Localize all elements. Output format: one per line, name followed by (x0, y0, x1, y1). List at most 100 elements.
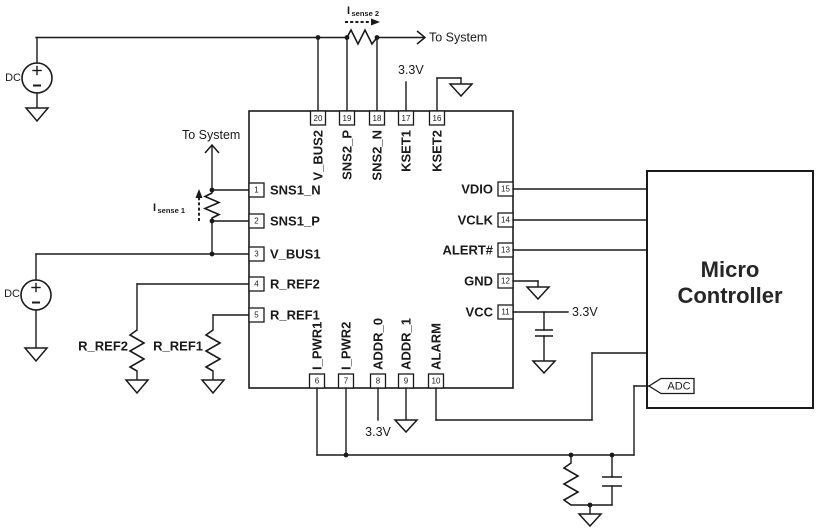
pin-name: ADDR_0 (371, 318, 386, 370)
pin-box (248, 307, 265, 323)
rail-3v3-addr0-label: 3.3V (365, 425, 391, 439)
pin-name: SNS2_P (340, 130, 355, 180)
pin-number: 9 (404, 377, 409, 386)
pin-name: VDIO (461, 182, 493, 197)
ground-icon (124, 379, 150, 395)
pin-name: R_REF1 (270, 308, 320, 323)
addr0-net: 3.3V (365, 387, 392, 439)
pin-box (338, 110, 356, 126)
pin-number: 18 (373, 114, 382, 123)
pin-name: KSET1 (399, 130, 414, 172)
resistor-r-ref1 (204, 329, 222, 372)
isense2-label-sub: sense 2 (352, 9, 380, 18)
pin-name: I_PWR2 (339, 322, 354, 370)
pin-number: 3 (254, 250, 259, 259)
junction-dot (344, 35, 350, 40)
pin-name: SNS1_N (270, 183, 321, 198)
pin-name: VCLK (458, 213, 494, 228)
pin-box (397, 110, 415, 126)
pin-14: 14 VCLK (458, 212, 514, 228)
isense1-label: I (153, 202, 156, 214)
junction-dot (315, 35, 321, 40)
pin-name: ALERT# (442, 243, 493, 258)
rail-3v3-kset1-label: 3.3V (398, 63, 424, 77)
pin-number: 6 (315, 377, 320, 386)
dc-source-1: DC (5, 36, 53, 123)
pin-number: 4 (254, 280, 259, 289)
microcontroller-label-line2: Controller (677, 283, 783, 308)
pin-3: 3 V_BUS1 (248, 246, 321, 262)
dc2-label: DC (4, 288, 20, 300)
pin-number: 13 (501, 246, 510, 255)
microcontroller-body (646, 170, 814, 409)
ic-pins-top: 20 V_BUS2 19 SNS2_P 18 SNS2_N 17 KSET1 1… (309, 110, 446, 181)
pin-number: 8 (376, 377, 381, 386)
pin-box (248, 213, 265, 229)
isense1-arrowhead-icon (195, 189, 203, 198)
isense1-label-sub: sense 1 (158, 206, 186, 215)
pin-4: 4 R_REF2 (248, 276, 320, 292)
adc-port-label: ADC (667, 381, 690, 393)
to-system-top-arrow-icon (416, 30, 427, 45)
pin-box (248, 276, 265, 292)
pin-11: 11 VCC (466, 304, 514, 320)
pin-number: 1 (254, 186, 259, 195)
to-system-top-label: To System (429, 31, 487, 45)
pin-number: 11 (501, 308, 510, 317)
resistor-r-ref2 (128, 329, 146, 372)
dc-source-2: DC (4, 253, 250, 363)
pin-name: KSET2 (430, 130, 445, 172)
pin-box (248, 246, 265, 262)
vcc-net: 3.3V (512, 305, 598, 375)
pin-number: 15 (501, 185, 510, 194)
junction-dot (209, 187, 215, 193)
shunt-resistor-2 (346, 28, 378, 46)
pin-number: 16 (433, 114, 442, 123)
pin-name: SNS2_N (370, 130, 385, 181)
ic-pins-left: 1 SNS1_N 2 SNS1_P 3 V_BUS1 4 R_REF2 5 (248, 182, 321, 323)
digital-bus-nets (512, 188, 648, 251)
pin-box (428, 110, 446, 126)
load-resistor (562, 462, 580, 506)
ic-pins-right: 15 VDIO 14 VCLK 13 ALERT# 12 GND 11 (442, 181, 514, 320)
junction-dot (374, 35, 380, 40)
pin-number: 10 (432, 377, 441, 386)
pin-number: 17 (402, 114, 411, 123)
ic-pins-bottom: 6 I_PWR1 7 I_PWR2 8 ADDR_0 9 ADDR_1 10 (308, 318, 445, 389)
ground-icon (448, 83, 474, 98)
pin-box (309, 110, 327, 126)
pin-name: SNS1_P (270, 214, 320, 229)
r-ref1-label: R_REF1 (153, 339, 203, 354)
pin-name: I_PWR1 (310, 322, 325, 370)
pin-10: 10 ALARM (427, 323, 445, 389)
ground-icon (577, 513, 603, 528)
r-ref1-net: R_REF1 (153, 314, 250, 395)
pin-13: 13 ALERT# (442, 242, 514, 258)
pin-16: 16 KSET2 (428, 110, 446, 172)
ground-icon (531, 360, 557, 375)
pin-9: 9 ADDR_1 (397, 318, 415, 389)
pin-17: 17 KSET1 (397, 110, 415, 172)
r-ref2-label: R_REF2 (78, 339, 128, 354)
pin-15: 15 VDIO (461, 181, 514, 197)
pin-name: ADDR_1 (399, 318, 414, 370)
dc1-label: DC (5, 72, 21, 84)
pin-number: 7 (344, 377, 349, 386)
ground-icon (525, 286, 551, 301)
pin-number: 2 (254, 217, 259, 226)
pin-6: 6 I_PWR1 (308, 322, 326, 389)
kset-nets: 3.3V (398, 63, 474, 112)
r-ref2-net: R_REF2 (78, 283, 250, 395)
isense2-label: I (347, 5, 350, 17)
pin-number: 19 (343, 114, 352, 123)
pin-number: 12 (501, 277, 510, 286)
pin-5: 5 R_REF1 (248, 307, 320, 323)
pin-19: 19 SNS2_P (338, 110, 356, 180)
isense2-arrowhead-icon (371, 18, 380, 26)
junction-dot (343, 452, 349, 458)
ground-icon (393, 419, 419, 434)
pin-8: 8 ADDR_0 (369, 318, 387, 389)
pin-name: GND (464, 274, 493, 289)
left-sense-net: To System I sense 1 (153, 128, 250, 257)
